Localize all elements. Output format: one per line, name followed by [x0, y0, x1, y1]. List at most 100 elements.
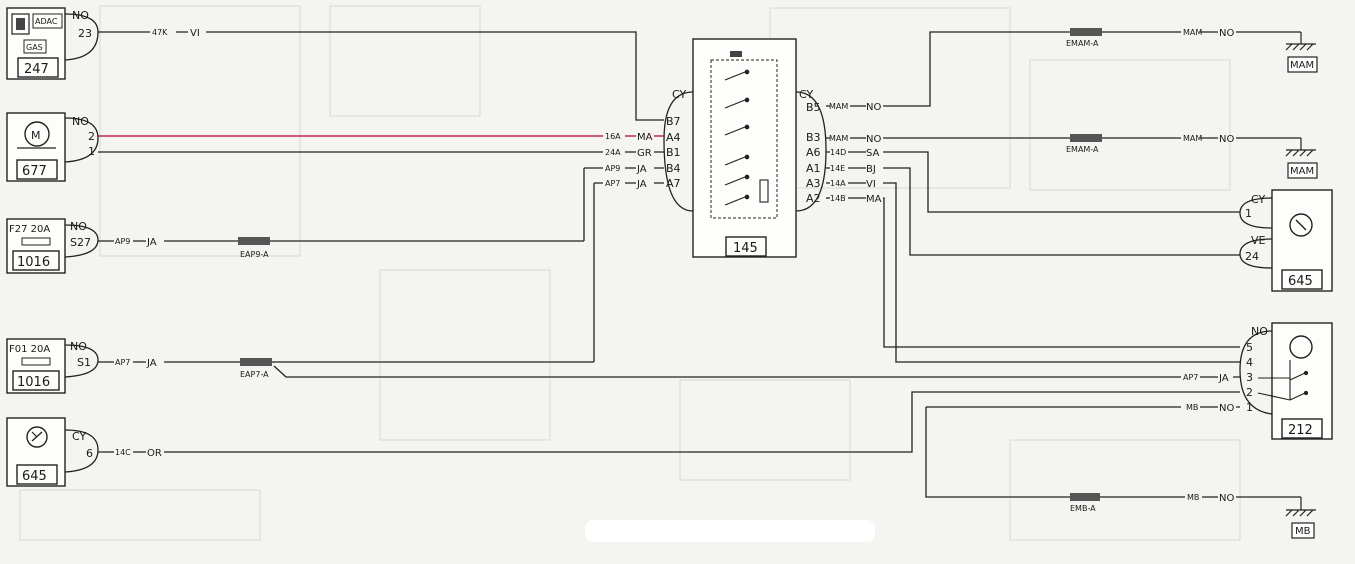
svg-text:GR: GR: [637, 148, 652, 159]
svg-text:MAM: MAM: [829, 102, 848, 111]
wire-g2-color: NO: [1219, 134, 1234, 145]
wire-645-6-or: 14C OR: [98, 391, 1240, 459]
relay-pin-a4: A4: [666, 131, 681, 144]
component-id-145: 145: [733, 241, 758, 256]
svg-text:NO: NO: [1219, 403, 1234, 414]
component-id-1016-b: 1016: [17, 375, 50, 390]
component-id-247: 247: [24, 62, 49, 77]
wire-ap7-212-code: AP7: [1183, 373, 1198, 382]
wire-g1-code: MAM: [1183, 28, 1202, 37]
svg-text:24A: 24A: [605, 148, 621, 157]
svg-text:EMAM-A: EMAM-A: [1066, 39, 1099, 48]
relay-switch-block: [710, 59, 778, 219]
component-fuse-f01: F01 20A 1016: [6, 338, 66, 394]
svg-text:NO: NO: [866, 134, 881, 145]
relay-right-bracket: [795, 91, 827, 212]
svg-text:OR: OR: [147, 448, 162, 459]
svg-text:MB: MB: [1186, 403, 1198, 412]
svg-text:AP7: AP7: [605, 179, 620, 188]
relay-pin-b7: B7: [666, 115, 681, 128]
bracket-645-left: [64, 429, 99, 473]
component-id-645-left: 645: [22, 469, 47, 484]
svg-text:14D: 14D: [830, 148, 846, 157]
svg-text:SA: SA: [866, 148, 880, 159]
ground-mam-1: MAM: [1285, 32, 1318, 73]
relay-pin-a6: A6: [806, 146, 821, 159]
splice-emam-1: EMAM-A MAM NO: [1066, 28, 1301, 48]
relay-pin-a2: A2: [806, 192, 821, 205]
ground-mb: MB: [1285, 497, 1316, 539]
switch-icon: [1257, 360, 1309, 401]
bracket-645-right-a: [1239, 197, 1273, 229]
component-212: 212: [1257, 322, 1333, 440]
pin-f27-s27: S27: [70, 236, 91, 249]
pin-212-2: 2: [1246, 386, 1253, 399]
relay-pin-b4: B4: [666, 162, 681, 175]
wire-a2: 14B MA: [826, 194, 1240, 348]
svg-text:MA: MA: [637, 132, 653, 143]
svg-text:JA: JA: [146, 358, 157, 369]
pin-color-212: NO: [1251, 325, 1268, 338]
bracket-645-right-b: [1239, 238, 1273, 269]
pin-color-247: NO: [72, 9, 89, 22]
component-645-left: 645: [6, 417, 66, 487]
pin-color-645-right-1: CY: [1251, 193, 1265, 206]
bracket-212: [1239, 330, 1273, 415]
svg-text:M: M: [31, 129, 41, 142]
pin-212-5: 5: [1246, 341, 1253, 354]
pin-645-6: 6: [86, 447, 93, 460]
wire-b3: MAM NO: [826, 134, 1070, 145]
svg-text:14B: 14B: [830, 194, 846, 203]
pin-f01-s1: S1: [77, 356, 91, 369]
wire-677-1-to-b1: 24A GR: [98, 148, 664, 159]
pin-color-645-right-24: VE: [1251, 234, 1266, 247]
ground-label-mam-2: MAM: [1290, 166, 1314, 177]
relay-145: 145 CY B7 A4 B1 B4 A7 CY B5 B3 A6 A1 A3 …: [666, 38, 821, 258]
pin-212-3: 3: [1246, 371, 1253, 384]
pin-color-677: NO: [72, 115, 89, 128]
relay-pin-b3: B3: [806, 131, 821, 144]
wire-a6: 14D SA: [826, 148, 1240, 213]
wire-b5: MAM NO: [826, 31, 1070, 113]
svg-text:JA: JA: [636, 179, 647, 190]
component-645-right: 645: [1271, 189, 1333, 292]
ground-mam-2: MAM: [1285, 138, 1318, 179]
fuse-icon: [21, 237, 51, 246]
pin-212-4: 4: [1246, 356, 1253, 369]
svg-text:EAP9-A: EAP9-A: [240, 250, 269, 259]
wire-g1-color: NO: [1219, 28, 1234, 39]
component-677: M 677: [6, 112, 66, 182]
svg-text:EMB-A: EMB-A: [1070, 504, 1096, 513]
component-fuse-f27: F27 20A 1016: [6, 218, 66, 274]
gauge-icon: [1289, 213, 1313, 237]
fuse-f01-label: F01 20A: [9, 344, 50, 355]
component-id-212: 212: [1288, 423, 1313, 438]
pin-color-f01: NO: [70, 340, 87, 353]
wire-g2-code: MAM: [1183, 134, 1202, 143]
pin-645-right-24: 24: [1245, 250, 1259, 263]
relay-left-bracket: [663, 91, 694, 212]
relay-coil-icon: [730, 51, 742, 57]
svg-text:16A: 16A: [605, 132, 621, 141]
svg-text:MA: MA: [866, 194, 882, 205]
wire-mb2-code: MB: [1187, 493, 1199, 502]
svg-text:NO: NO: [866, 102, 881, 113]
component-id-645-right: 645: [1288, 274, 1313, 289]
wire-ap7-212-color: JA: [1218, 373, 1229, 384]
svg-text:JA: JA: [146, 237, 157, 248]
svg-text:14A: 14A: [830, 179, 846, 188]
relay-pin-b1: B1: [666, 146, 681, 159]
svg-text:EAP7-A: EAP7-A: [240, 370, 269, 379]
svg-text:JA: JA: [636, 164, 647, 175]
pin-247-23: 23: [78, 27, 92, 40]
svg-text:14C: 14C: [115, 448, 131, 457]
wire-247-to-b7: 47K VI: [98, 28, 664, 121]
wire-677-2-to-a4: 16A MA: [98, 132, 664, 143]
svg-text:BJ: BJ: [866, 164, 876, 175]
svg-text:AP9: AP9: [115, 237, 130, 246]
wire-a3: 14A VI: [826, 179, 1240, 363]
background-ghost-lines: [19, 5, 1241, 541]
bracket-677: [64, 117, 99, 163]
svg-text:AP9: AP9: [605, 164, 620, 173]
